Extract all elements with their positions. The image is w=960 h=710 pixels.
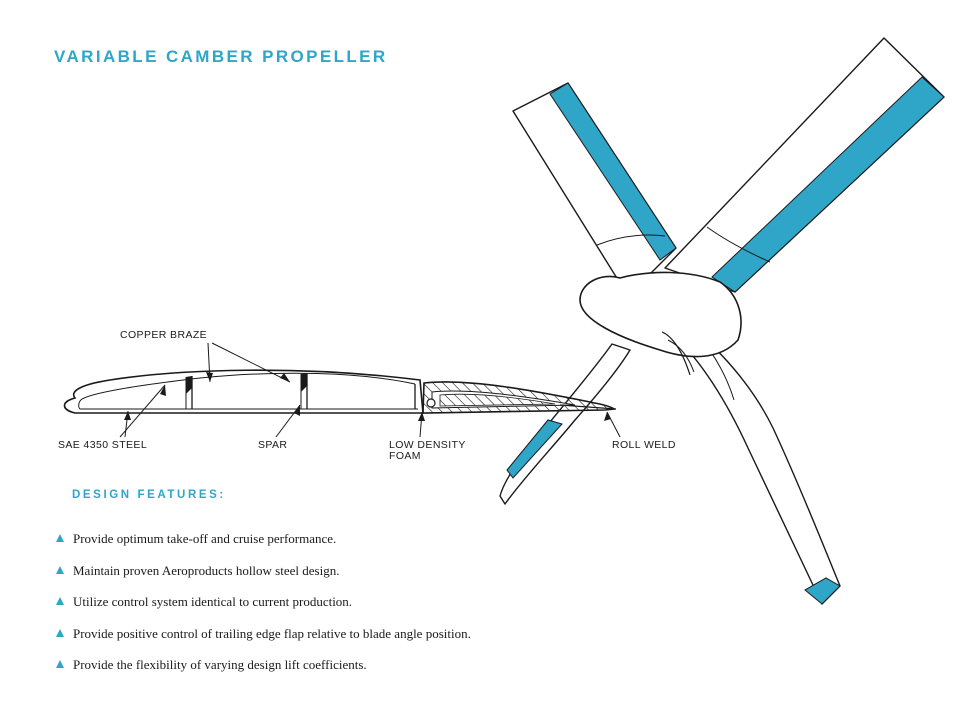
label-sae-4350-steel: SAE 4350 STEEL: [58, 439, 148, 451]
triangle-bullet-icon: [56, 660, 64, 668]
page-title: VARIABLE CAMBER PROPELLER: [54, 47, 388, 66]
label-roll-weld: ROLL WELD: [612, 439, 676, 451]
list-item: Provide optimum take-off and cruise perf…: [56, 531, 471, 563]
triangle-bullet-icon: [56, 628, 64, 637]
list-item: Provide positive control of trailing edg…: [56, 626, 471, 658]
list-item: Utilize control system identical to curr…: [56, 594, 471, 626]
triangle-bullet-icon: [56, 565, 64, 574]
propeller-blade-bottom-left: [499, 343, 631, 505]
leader-arrowheads: [124, 372, 611, 421]
propeller-hub: [579, 271, 742, 376]
propeller-blade-bottom-right: [675, 329, 841, 605]
leader-copper-braze-2: [211, 342, 291, 383]
triangle-bullet-icon: [56, 534, 64, 542]
leader-sae-steel-1: [119, 384, 166, 438]
triangle-bullet-icon: [56, 597, 64, 605]
label-spar: SPAR: [258, 439, 288, 451]
list-item: Provide the flexibility of varying desig…: [56, 657, 471, 689]
list-item: Maintain proven Aeroproducts hollow stee…: [56, 563, 471, 595]
propeller-blade-left: [512, 82, 677, 297]
label-low-density-foam: LOW DENSITY FOAM: [389, 439, 466, 462]
airfoil-cross-section: [63, 369, 617, 414]
label-copper-braze: COPPER BRAZE: [120, 329, 208, 341]
propeller-blade-right: [664, 37, 945, 293]
design-features-heading: DESIGN FEATURES:: [72, 489, 226, 501]
design-features-list: Provide optimum take-off and cruise perf…: [56, 531, 471, 689]
